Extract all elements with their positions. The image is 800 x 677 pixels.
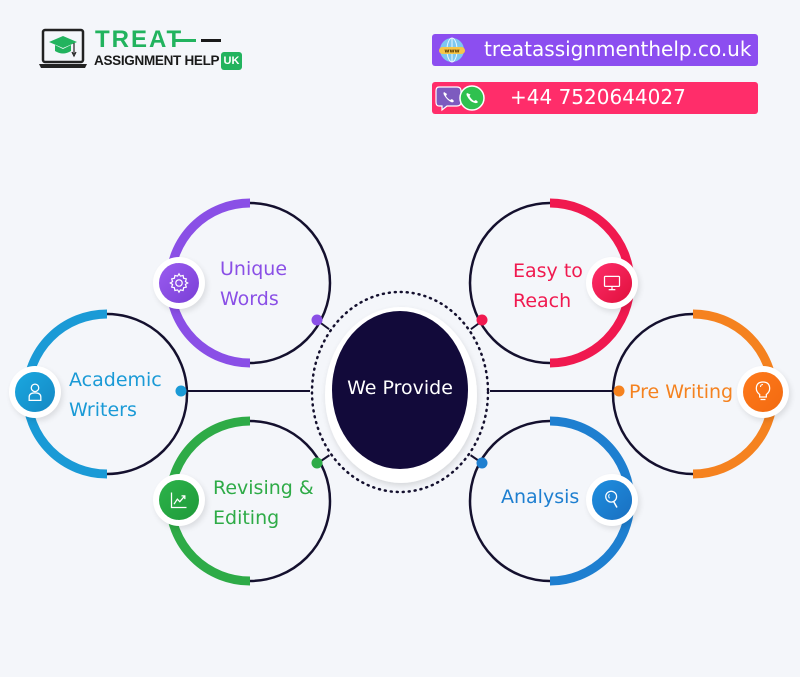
user-icon [15, 372, 55, 412]
connector-dot-academic-writers [175, 385, 187, 397]
search-icon [592, 480, 632, 520]
phone-icons-group [435, 85, 485, 112]
viber-icon [435, 86, 462, 112]
node-label-line2: Words [220, 288, 279, 310]
connector-dot-unique-words [311, 314, 323, 326]
node-label-line1: Academic [69, 369, 162, 391]
center-label: We Provide [347, 377, 453, 399]
whatsapp-icon [459, 85, 485, 111]
monitor-icon [592, 263, 632, 303]
website-url: treatassignmenthelp.co.uk [484, 37, 752, 61]
center-hub [310, 290, 490, 494]
node-label-line1: Pre Writing [629, 381, 734, 403]
brand-dash-dark [201, 39, 221, 42]
lightbulb-icon [743, 372, 783, 412]
node-label-line1: Unique [220, 258, 288, 280]
website-link[interactable]: www treatassignmenthelp.co.uk [432, 34, 758, 66]
node-unique-words: Unique Words [220, 254, 287, 314]
svg-text:www: www [444, 49, 459, 55]
node-label-line1: Analysis [501, 486, 580, 508]
connector-dot-analysis [476, 457, 488, 469]
node-easy-to-reach: Easy to Reach [513, 256, 583, 316]
laptop-graduation-cap-icon [39, 28, 87, 68]
node-label-line2: Editing [213, 507, 280, 529]
node-academic-writers: Academic Writers [69, 365, 162, 425]
node-label-line1: Easy to [513, 260, 583, 282]
node-analysis: Analysis [501, 482, 579, 512]
connector-dot-easy-to-reach [476, 314, 488, 326]
brand-dash-green [174, 39, 196, 42]
node-label-line2: Writers [69, 399, 137, 421]
www-globe-icon: www [439, 37, 465, 63]
brand-logo: TREAT ASSIGNMENT HELP UK [38, 26, 258, 75]
phone-link[interactable]: +44 7520644027 [432, 82, 758, 114]
gear-icon [159, 263, 199, 303]
brand-name-assignment-help: ASSIGNMENT HELP [94, 53, 220, 68]
chart-trend-icon [159, 480, 199, 520]
brand-badge-uk: UK [221, 52, 242, 70]
node-label-line1: Revising & [213, 477, 314, 499]
node-pre-writing: Pre Writing [629, 377, 733, 407]
node-label-line2: Reach [513, 290, 572, 312]
connector-dot-pre-writing [613, 385, 625, 397]
node-revising-editing: Revising & Editing [213, 473, 314, 533]
phone-number: +44 7520644027 [510, 85, 686, 109]
connector-dot-revising-editing [311, 457, 323, 469]
brand-name-treat: TREAT [95, 26, 184, 53]
